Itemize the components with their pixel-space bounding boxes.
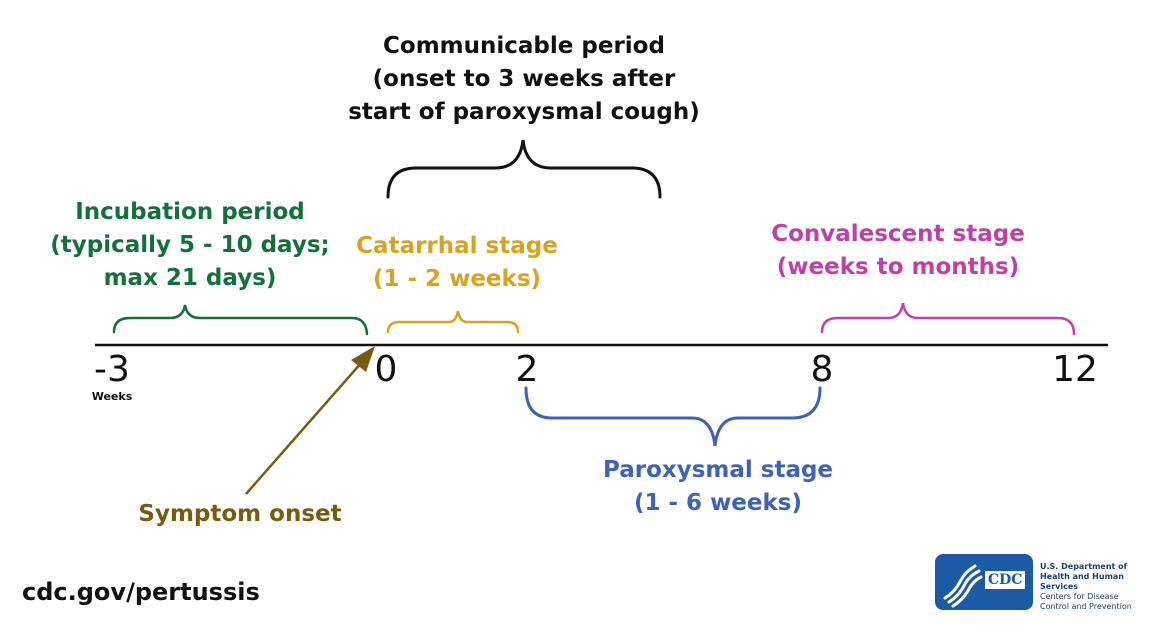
hhs-eagle-icon: [943, 564, 983, 608]
convalescent-line-2: (weeks to months): [776, 254, 1020, 280]
communicable-line-1: Communicable period: [383, 33, 665, 59]
paroxysmal-line-2: (1 - 6 weeks): [633, 490, 803, 516]
catarrhal-line-2: (1 - 2 weeks): [372, 266, 542, 292]
communicable-line-3: start of paroxysmal cough): [348, 99, 700, 125]
catarrhal-line-1: Catarrhal stage: [356, 233, 558, 259]
paroxysmal-line-1: Paroxysmal stage: [602, 457, 834, 483]
catarrhal-label: Catarrhal stage (1 - 2 weeks): [356, 230, 558, 296]
tick-2: 2: [515, 349, 539, 390]
symptom-onset-arrow-shaft: [245, 361, 363, 495]
hhs-text-block: U.S. Department of Health and Human Serv…: [1040, 562, 1164, 612]
symptom-onset-text: Symptom onset: [138, 501, 342, 527]
incubation-line-3: max 21 days): [103, 265, 277, 291]
hhs-line-4: Control and Prevention: [1040, 602, 1132, 611]
axis-unit-label: Weeks: [91, 390, 133, 403]
hhs-line-3: Centers for Disease: [1040, 592, 1119, 601]
tick-minus-3: -3: [94, 349, 130, 390]
convalescent-brace: [820, 302, 1076, 336]
incubation-brace: [112, 304, 369, 336]
tick-12: 12: [1052, 349, 1098, 390]
incubation-line-2: (typically 5 - 10 days;: [50, 232, 330, 258]
tick-0: 0: [374, 349, 398, 390]
communicable-label: Communicable period (onset to 3 weeks af…: [348, 30, 700, 129]
tick-8: 8: [810, 349, 834, 390]
cdc-logo: CDC: [935, 554, 1033, 610]
symptom-onset-arrowhead: [351, 346, 375, 372]
hhs-line-1: U.S. Department of: [1040, 562, 1128, 571]
incubation-line-1: Incubation period: [75, 199, 305, 225]
incubation-label: Incubation period (typically 5 - 10 days…: [50, 196, 330, 295]
communicable-brace: [386, 139, 662, 199]
hhs-line-2: Health and Human Services: [1040, 572, 1124, 591]
footer-url: cdc.gov/pertussis: [22, 578, 260, 606]
convalescent-line-1: Convalescent stage: [771, 221, 1025, 247]
convalescent-label: Convalescent stage (weeks to months): [771, 218, 1025, 284]
catarrhal-brace: [386, 310, 520, 334]
symptom-onset-label: Symptom onset: [138, 498, 341, 531]
communicable-line-2: (onset to 3 weeks after: [372, 66, 676, 92]
paroxysmal-label: Paroxysmal stage (1 - 6 weeks): [603, 454, 833, 520]
paroxysmal-brace: [524, 386, 822, 447]
cdc-wordmark: CDC: [984, 570, 1027, 590]
